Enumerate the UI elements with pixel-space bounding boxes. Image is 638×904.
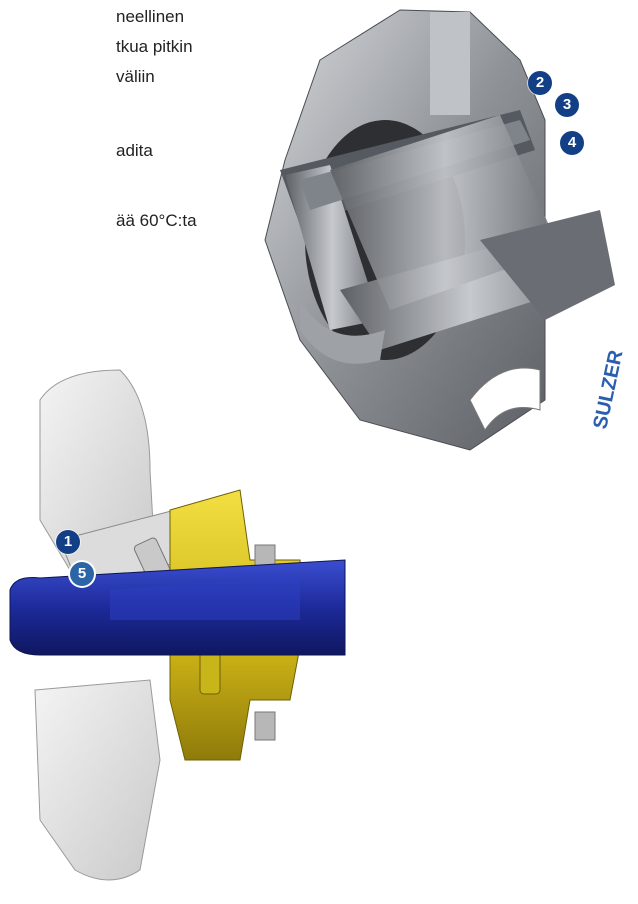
text-line-1: neellinen (116, 7, 185, 26)
lower-seal-blue-shaft (9, 559, 346, 656)
callout-badge-2: 2 (528, 71, 552, 95)
callout-badge-1: 1 (56, 530, 80, 554)
text-line-4: adita (116, 141, 153, 160)
callout-badge-4: 4 (560, 131, 584, 155)
text-line-3: väliin (116, 67, 155, 86)
callout-badge-3: 3 (555, 93, 579, 117)
upper-seal-sleeve (280, 110, 615, 350)
brand-logo: SULZER (589, 348, 627, 431)
text-line-2: tkua pitkin (116, 37, 193, 56)
callout-badge-5: 5 (70, 562, 94, 586)
text-line-5: ää 60°C:ta (116, 211, 197, 230)
upper-seal-notches (300, 300, 541, 431)
